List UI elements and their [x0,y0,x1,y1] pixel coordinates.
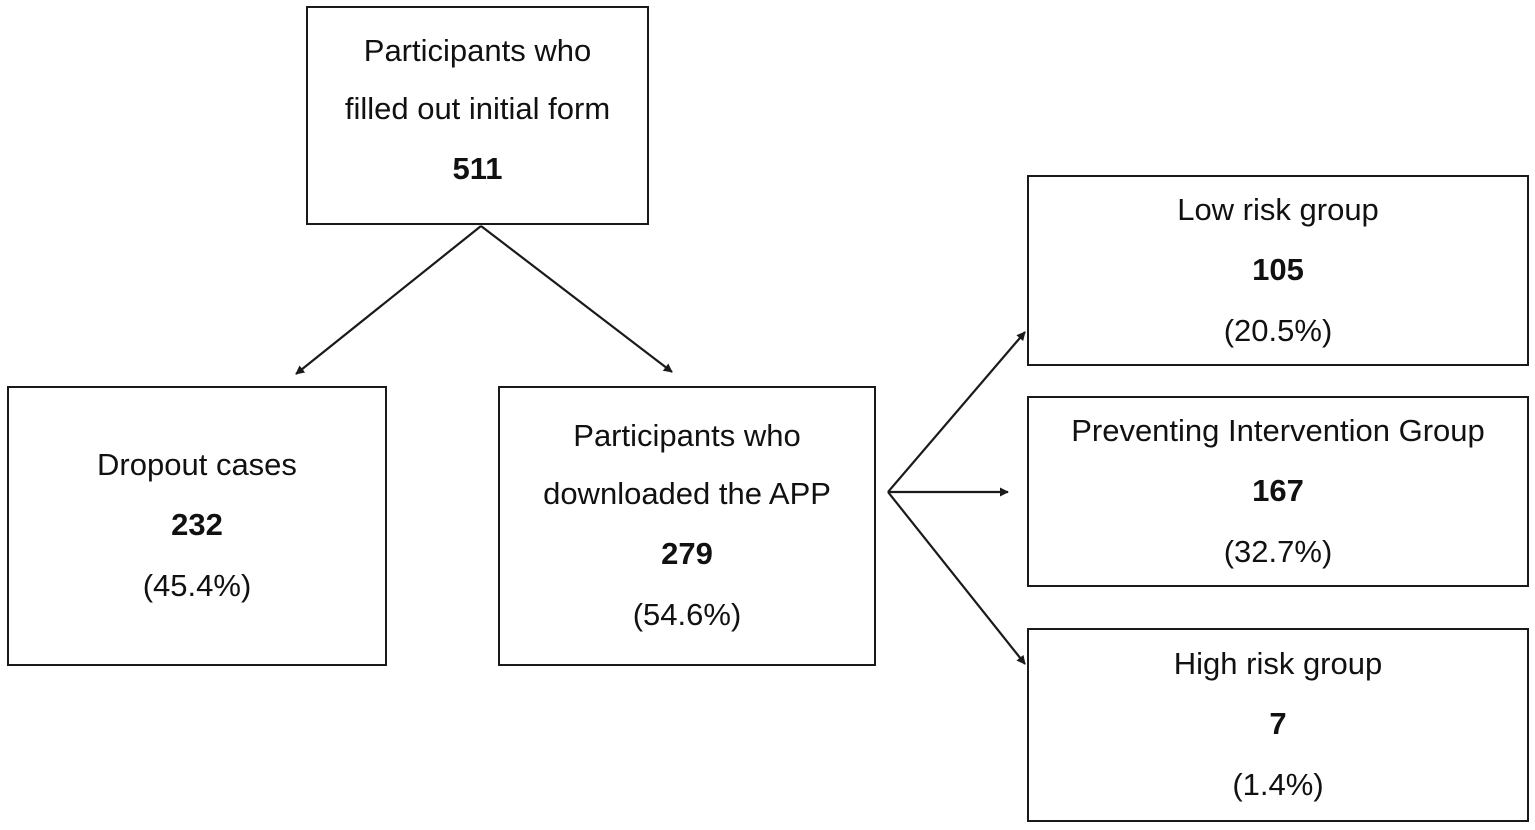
node-dropout-label: Dropout cases [97,447,297,482]
node-initial-label-line2: filled out initial form [344,90,611,126]
node-downloaded-app: Participants who downloaded the APP 279 … [498,386,876,666]
node-downloaded-percent: (54.6%) [632,597,742,632]
node-preventing-count: 167 [1252,472,1304,508]
node-dropout-count: 232 [171,507,223,542]
node-high-risk: High risk group 7 (1.4%) [1027,628,1529,822]
node-dropout-percent: (45.4%) [142,568,252,603]
node-downloaded-count: 279 [661,536,713,571]
node-initial-label-line1: Participants who [363,32,592,68]
node-high-risk-percent: (1.4%) [1232,767,1324,802]
node-low-risk: Low risk group 105 (20.5%) [1027,175,1529,366]
node-low-risk-count: 105 [1252,251,1304,287]
node-dropout: Dropout cases 232 (45.4%) [7,386,387,666]
node-preventing-label: Preventing Intervention Group [1071,412,1485,448]
node-initial-form: Participants who filled out initial form… [306,6,649,225]
arrow-initial-to-downloaded [480,225,673,373]
node-downloaded-label-line2: downloaded the APP [543,476,831,511]
node-high-risk-count: 7 [1269,706,1287,741]
arrow-initial-to-dropout [295,225,482,375]
node-high-risk-label: High risk group [1173,646,1383,681]
node-preventing-intervention: Preventing Intervention Group 167 (32.7%… [1027,396,1529,587]
node-preventing-percent: (32.7%) [1223,533,1333,569]
node-downloaded-label-line1: Participants who [573,418,801,453]
node-low-risk-label: Low risk group [1177,191,1379,227]
node-initial-count: 511 [452,150,503,186]
node-low-risk-percent: (20.5%) [1223,312,1333,348]
arrow-downloaded-to-low-risk [887,331,1026,493]
arrow-downloaded-to-high-risk [887,491,1026,665]
